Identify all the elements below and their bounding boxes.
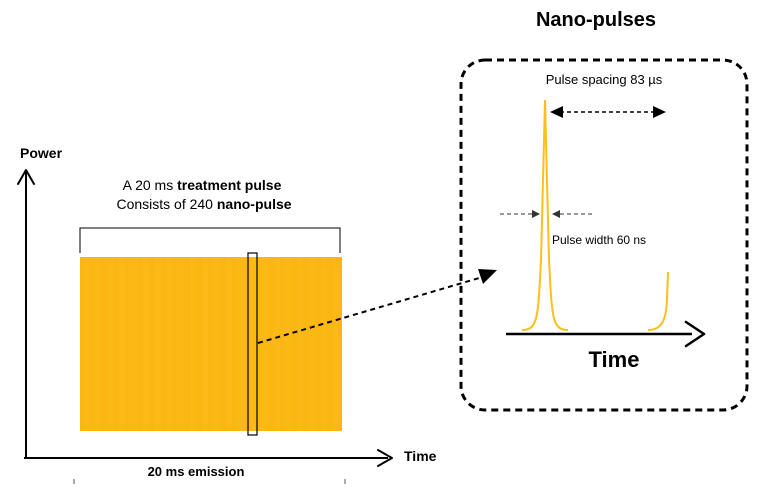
main-axes: Power Time 20 ms emission xyxy=(17,145,437,484)
y-axis-label: Power xyxy=(20,145,63,161)
zoom-time-label: Time xyxy=(589,347,640,372)
title: Nano-pulses xyxy=(536,9,656,31)
zoomed-pulse-1 xyxy=(521,99,569,331)
zoom-panel xyxy=(459,58,749,412)
zoom-arrow-line xyxy=(257,275,487,344)
caption-line2-bold: nano-pulse xyxy=(217,196,292,212)
pulse-spacing-arrow-left xyxy=(550,106,563,118)
x-axis-label: Time xyxy=(404,448,437,464)
caption-line1-bold: treatment pulse xyxy=(177,177,281,193)
pulse-train-fill xyxy=(80,257,342,431)
pulse-train xyxy=(80,257,342,431)
treatment-bracket xyxy=(79,227,341,253)
zoomed-pulse-2 xyxy=(647,271,669,331)
pulse-spacing-label: Pulse spacing 83 µs xyxy=(546,72,663,87)
y-axis-arrowhead xyxy=(17,169,35,185)
x-span-label: 20 ms emission xyxy=(148,464,245,479)
treatment-caption-line2: Consists of 240 nano-pulse xyxy=(116,196,291,212)
x-axis-arrowhead xyxy=(377,449,393,467)
caption-line2-prefix: Consists of 240 xyxy=(116,196,216,212)
pulse-width-arrow-right-head xyxy=(552,210,560,218)
caption-line1-prefix: A 20 ms xyxy=(123,177,177,193)
zoom-time-axis-arrowhead xyxy=(684,320,706,348)
treatment-caption-line1: A 20 ms treatment pulse xyxy=(123,177,282,193)
pulse-width-arrow-left-head xyxy=(532,210,540,218)
pulse-spacing-arrow-right xyxy=(653,106,666,118)
pulse-width-label: Pulse width 60 ns xyxy=(552,233,646,247)
selected-pulse-box xyxy=(247,252,258,436)
zoom-arrow-head xyxy=(478,269,497,284)
